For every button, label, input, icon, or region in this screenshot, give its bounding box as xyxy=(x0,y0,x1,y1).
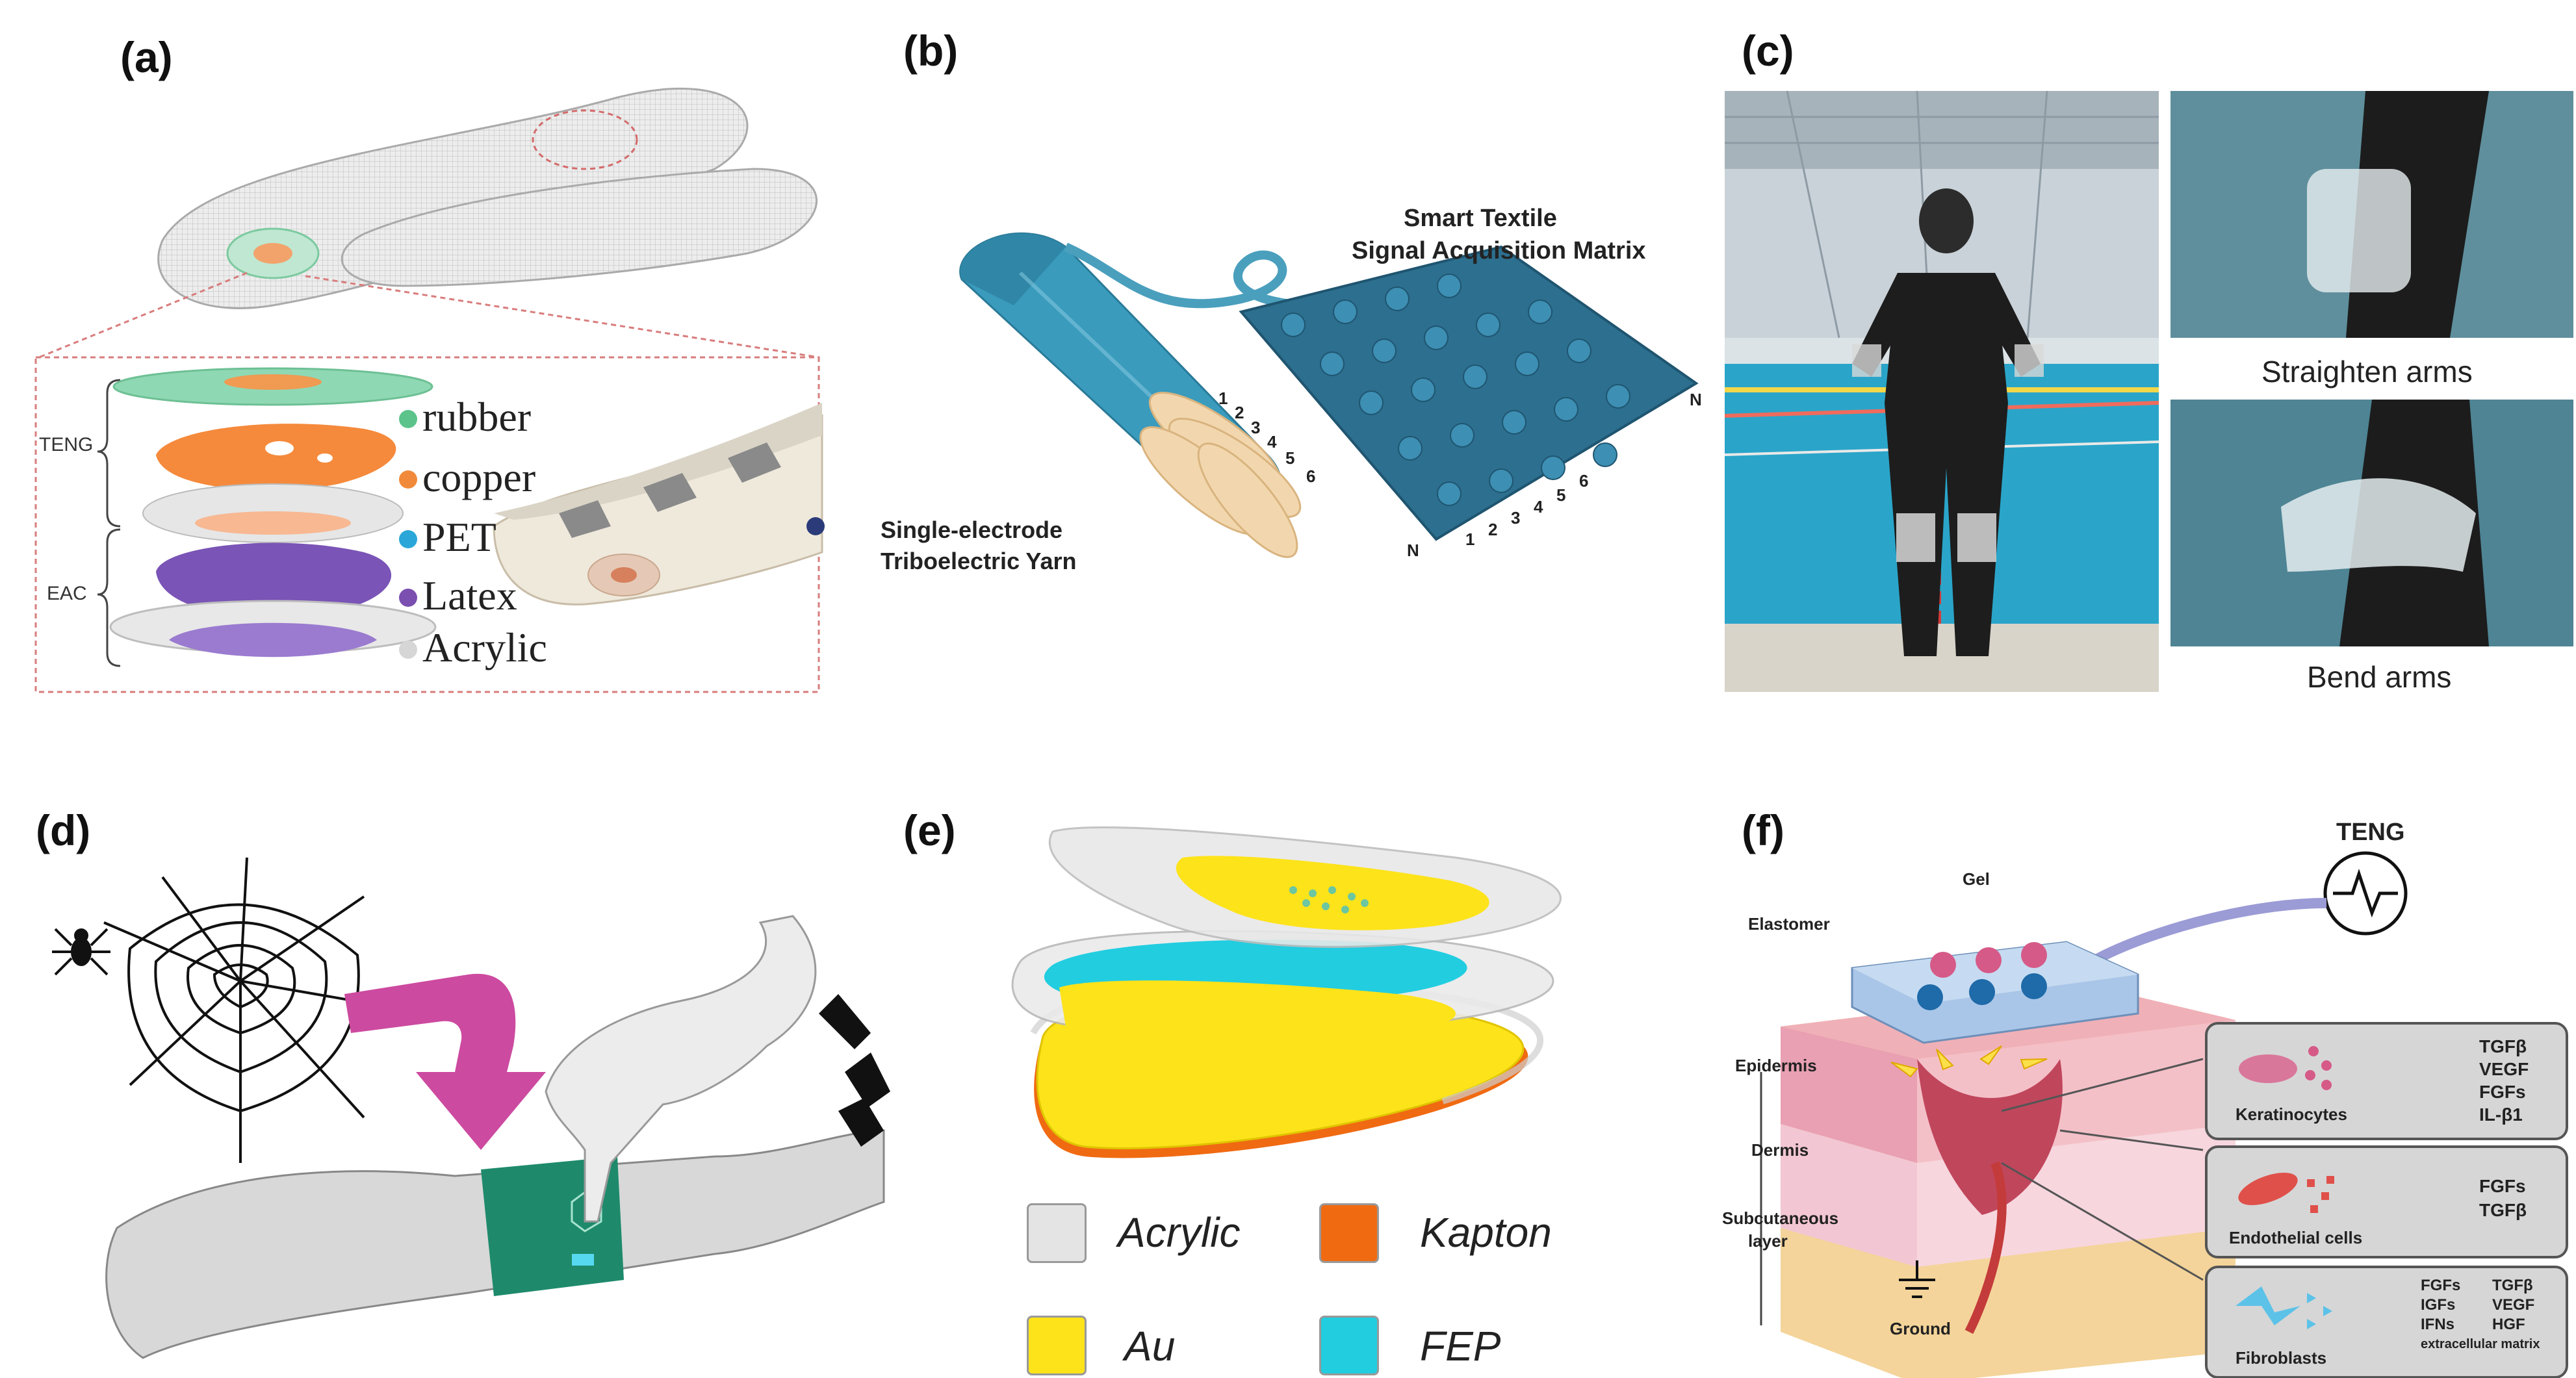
ground-label: Ground xyxy=(1890,1319,1951,1338)
layered-insole-illustration xyxy=(1011,826,1562,1158)
col-index-n: N xyxy=(1690,390,1702,409)
elastomer-label: Elastomer xyxy=(1748,914,1830,934)
legend-e-au: Au xyxy=(1124,1323,1176,1370)
row-index-1: 1 xyxy=(1218,389,1228,408)
col-index-4: 4 xyxy=(1534,497,1543,517)
row-index-n: N xyxy=(1407,541,1419,560)
layer-label: layer xyxy=(1748,1231,1788,1251)
row-index-2: 2 xyxy=(1235,403,1244,422)
fibroblasts-label: Fibroblasts xyxy=(2235,1348,2327,1368)
legend-a-acrylic: Acrylic xyxy=(422,624,547,670)
fibroblasts-footer: extracellular matrix xyxy=(2421,1337,2540,1351)
textile-grid xyxy=(1239,245,1699,541)
caption-bend-arms: Bend arms xyxy=(2307,660,2452,694)
col-index-3: 3 xyxy=(1511,508,1521,528)
legend-a-latex: Latex xyxy=(422,572,517,619)
row-index-5: 5 xyxy=(1285,448,1295,468)
fibroblasts-factor-l2: IGFs xyxy=(2421,1296,2456,1314)
keratinocytes-factor-2: VEGF xyxy=(2479,1059,2529,1079)
panel-label-c: (c) xyxy=(1742,27,1794,75)
row-index-6: 6 xyxy=(1306,466,1316,486)
fibroblasts-factor-r2: VEGF xyxy=(2492,1296,2535,1314)
fibroblasts-factor-l3: IFNs xyxy=(2421,1316,2455,1333)
col-index-5: 5 xyxy=(1556,485,1566,505)
caption-straighten-arms: Straighten arms xyxy=(2261,355,2473,389)
row-index-3: 3 xyxy=(1251,418,1261,437)
keratinocytes-factor-3: FGFs xyxy=(2479,1082,2526,1102)
keratinocytes-factor-4: IL-β1 xyxy=(2479,1104,2523,1125)
yarn-label-line2: Triboelectric Yarn xyxy=(881,548,1077,574)
eac-group-label: EAC xyxy=(47,583,87,604)
panel-a: (a) xyxy=(0,0,845,702)
endothelial-factor-2: TGFβ xyxy=(2479,1200,2527,1220)
panel-label-a: (a) xyxy=(120,33,173,81)
panel-label-d: (d) xyxy=(36,806,91,854)
teng-group-label: TENG xyxy=(39,434,94,455)
legend-a-copper: copper xyxy=(422,454,536,500)
row-index-4: 4 xyxy=(1267,432,1277,452)
legend-e-acrylic-swatch xyxy=(1027,1203,1087,1263)
panel-label-b: (b) xyxy=(903,27,959,75)
legend-a-dots xyxy=(399,410,417,659)
panel-e: (e) Acrylic Kapton Au FEP xyxy=(903,708,1716,1378)
panel-label-f: (f) xyxy=(1742,806,1784,854)
fibroblasts-factor-l1: FGFs xyxy=(2421,1277,2461,1294)
epidermis-label: Epidermis xyxy=(1735,1056,1817,1075)
legend-e-fep: FEP xyxy=(1420,1323,1501,1370)
yarn-label-line1: Single-electrode xyxy=(881,517,1063,543)
subcutaneous-label: Subcutaneous xyxy=(1722,1208,1839,1228)
keratinocytes-label: Keratinocytes xyxy=(2235,1104,2347,1124)
legend-e-acrylic: Acrylic xyxy=(1118,1209,1241,1256)
legend-e-kapton-swatch xyxy=(1319,1203,1379,1263)
insole-illustration xyxy=(34,87,825,693)
panel-b: (b) Smart Textile Signal Acquisition xyxy=(851,0,1716,702)
legend-a-rubber: rubber xyxy=(422,394,532,440)
wrist-device-illustration xyxy=(52,857,890,1359)
col-index-1: 1 xyxy=(1465,530,1475,549)
endothelial-label: Endothelial cells xyxy=(2229,1228,2363,1247)
panel-label-e: (e) xyxy=(903,806,956,854)
legend-e-au-swatch xyxy=(1027,1316,1087,1375)
matrix-title-line1: Smart Textile xyxy=(1404,205,1557,232)
legend-e-kapton: Kapton xyxy=(1420,1209,1552,1256)
panel-d: (d) xyxy=(0,708,897,1378)
endothelial-factor-1: FGFs xyxy=(2479,1176,2526,1196)
gel-label: Gel xyxy=(1963,869,1990,889)
skin-wound-diagram xyxy=(1760,851,2568,1378)
panel-f: (f) xyxy=(1722,708,2576,1378)
matrix-title-line2: Signal Acquisition Matrix xyxy=(1352,237,1646,264)
col-index-2: 2 xyxy=(1488,520,1498,539)
teng-label: TENG xyxy=(2336,819,2405,846)
dermis-label: Dermis xyxy=(1751,1140,1809,1160)
fibroblasts-factor-r1: TGFβ xyxy=(2492,1277,2533,1294)
textile-matrix-illustration xyxy=(959,232,1699,558)
legend-e-fep-swatch xyxy=(1319,1316,1379,1375)
panel-c: (c) Straighten arms Bend arms xyxy=(1722,0,2576,702)
fibroblasts-factor-r3: HGF xyxy=(2492,1316,2525,1333)
legend-a-pet: PET xyxy=(422,514,496,560)
keratinocytes-factor-1: TGFβ xyxy=(2479,1036,2527,1056)
col-index-6: 6 xyxy=(1579,471,1589,491)
spider-web xyxy=(103,857,391,1163)
swimmer-photos xyxy=(1724,90,2573,692)
